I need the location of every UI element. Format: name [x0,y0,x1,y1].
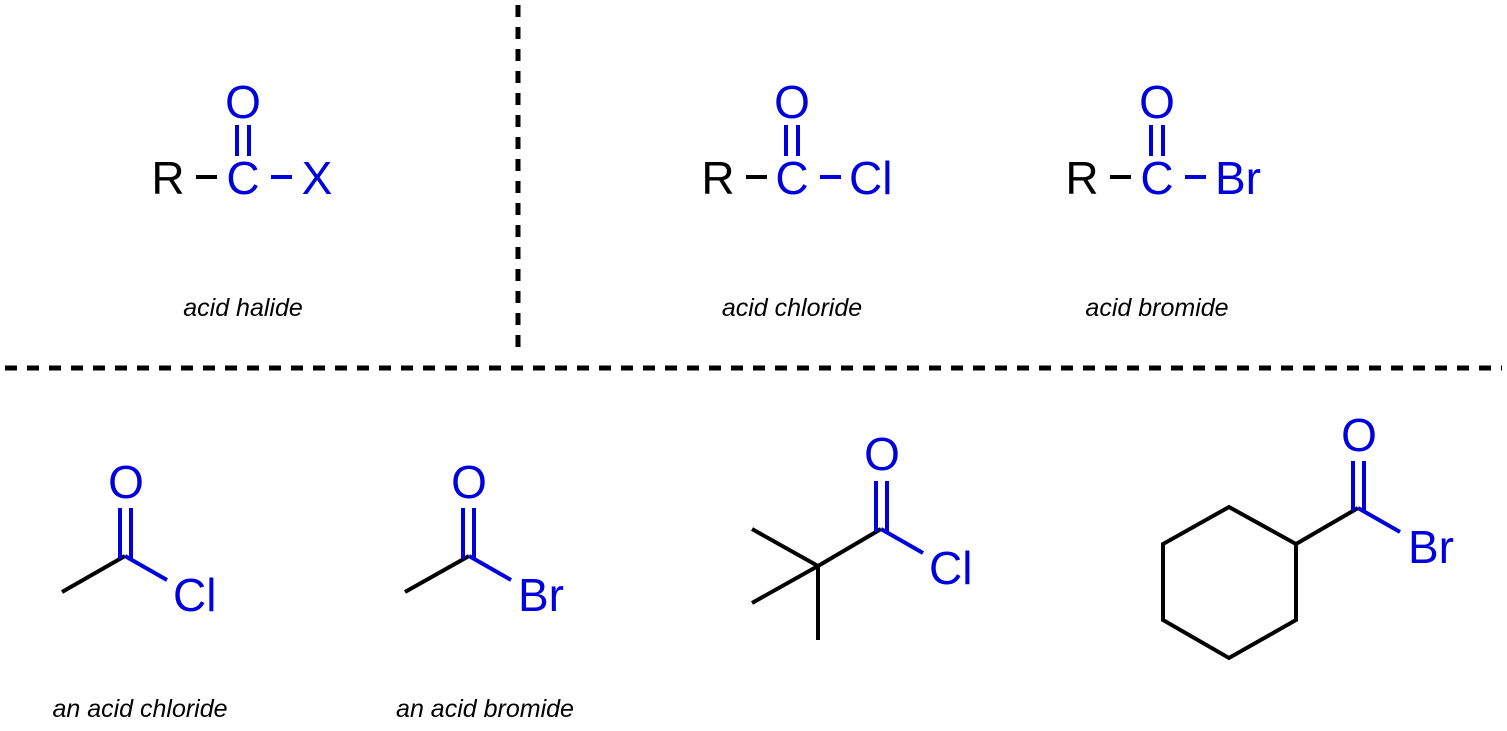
bromine-label: Br [1215,152,1261,204]
r-group-label: R [701,152,734,204]
acid-halide-caption: acid halide [183,294,303,322]
quaternary-to-carbonyl-bond [816,527,883,568]
c-cl-bond [124,554,168,582]
acid-chloride-structure: R C O Cl acid chloride [701,76,892,322]
methyl-bond-upper [751,527,819,568]
an-acid-chloride-caption: an acid chloride [52,695,227,723]
ring-to-carbonyl-bond [1294,506,1360,546]
carbonyl-carbon-label: C [775,152,808,204]
carbonyl-oxygen-label: O [451,456,487,508]
chlorine-label: Cl [173,569,216,621]
carbonyl-oxygen-label: O [774,76,810,128]
pivaloyl-chloride-structure: O Cl [751,428,972,640]
methyl-bond [404,554,470,594]
chlorine-label: Cl [929,542,972,594]
r-group-label: R [151,152,184,204]
carbonyl-oxygen-label: O [1139,76,1175,128]
acetyl-chloride-structure: O Cl an acid chloride [52,456,227,723]
methyl-bond [61,554,126,594]
bromine-label: Br [518,569,564,621]
r-group-label: R [1065,152,1098,204]
acid-chloride-caption: acid chloride [722,294,862,322]
methyl-bond-lower [751,564,819,605]
c-br-bond [468,554,512,582]
carbonyl-oxygen-label: O [1341,409,1377,461]
carbonyl-carbon-label: C [226,152,259,204]
bromine-label: Br [1408,521,1454,573]
acid-bromide-caption: acid bromide [1085,294,1228,322]
c-br-bond [1357,506,1401,534]
acid-bromide-structure: R C O Br acid bromide [1065,76,1261,322]
carbonyl-carbon-label: C [1140,152,1173,204]
an-acid-bromide-caption: an acid bromide [396,695,574,723]
carbonyl-oxygen-label: O [225,76,261,128]
cyclohexanecarbonyl-bromide-structure: O Br [1161,409,1454,661]
chlorine-label: Cl [849,152,892,204]
acetyl-bromide-structure: O Br an acid bromide [396,456,574,723]
carbonyl-oxygen-label: O [864,428,900,480]
carbonyl-oxygen-label: O [108,456,144,508]
c-cl-bond [880,527,924,555]
cyclohexane-ring [1161,504,1298,661]
halogen-x-label: X [302,152,333,204]
general-acid-halide-structure: R C O X acid halide [151,76,332,322]
